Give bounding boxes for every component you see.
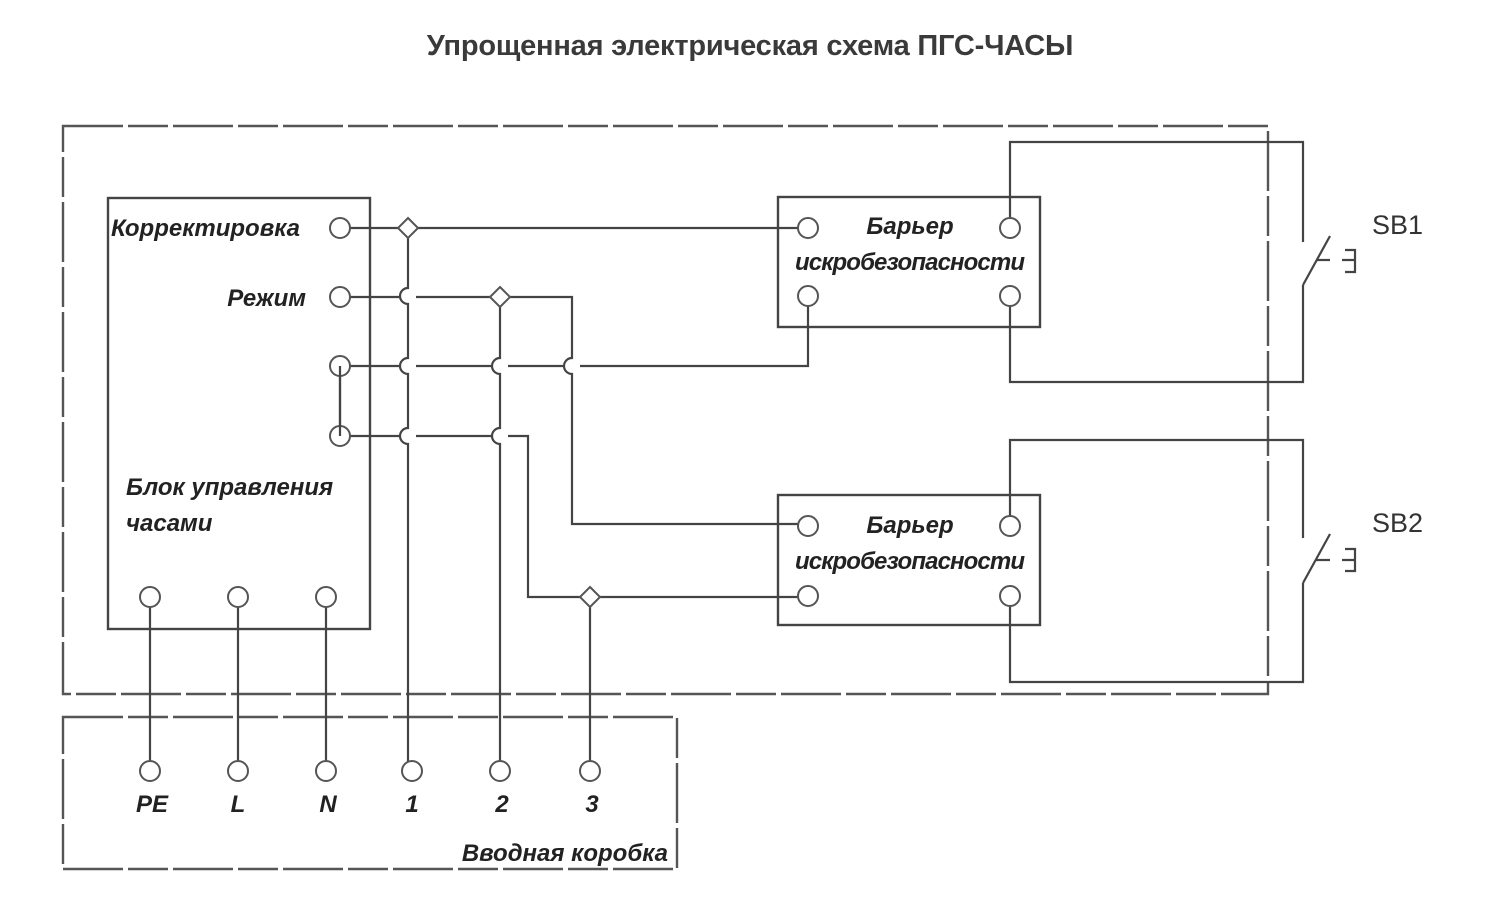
label-mode: Режим — [227, 285, 306, 312]
switch-label-sb1: SB1 — [1372, 210, 1423, 240]
barrier-terminals — [797, 217, 1021, 607]
terminal-correction — [329, 217, 351, 239]
input-terminal — [489, 760, 511, 782]
input-label-2: 2 — [494, 791, 509, 818]
input-terminal — [579, 760, 601, 782]
input-label-3: 3 — [585, 791, 599, 818]
barrier-box-1 — [776, 195, 1042, 329]
input-terminal — [401, 760, 423, 782]
input-terminal — [227, 760, 249, 782]
wires — [148, 140, 1305, 762]
enclosure-boundary — [61, 124, 1270, 696]
switch-sb1: SB1 — [1302, 210, 1423, 286]
junction-diamond — [578, 585, 602, 609]
junction-diamond — [488, 285, 512, 309]
barrier-1-line1: Барьер — [866, 213, 953, 240]
barrier-2-line1: Барьер — [866, 512, 953, 539]
barrier-box-2 — [776, 493, 1042, 627]
junction-diamond — [396, 216, 420, 240]
input-box-terminals: PE L N 1 2 3 Вводная коробка — [136, 760, 668, 867]
input-box-boundary — [61, 715, 679, 871]
control-unit-name-line2: часами — [126, 510, 213, 537]
terminal-pe — [139, 586, 161, 608]
input-label-1: 1 — [405, 791, 418, 818]
switch-sb2: SB2 — [1302, 508, 1423, 584]
input-label-n: N — [319, 791, 337, 818]
control-unit-name-line1: Блок управления — [126, 474, 333, 501]
barrier-2-line2: искробезопасности — [795, 548, 1025, 575]
input-label-pe: PE — [136, 791, 169, 818]
input-terminal — [315, 760, 337, 782]
pushbutton-icon — [1342, 248, 1357, 274]
page-title: Упрощенная электрическая схема ПГС-ЧАСЫ — [426, 30, 1074, 62]
junctions — [396, 216, 602, 609]
control-unit-box — [106, 196, 372, 631]
control-unit-terminals — [139, 217, 351, 608]
terminal-l — [227, 586, 249, 608]
pushbutton-icon — [1342, 547, 1357, 573]
input-terminal — [139, 760, 161, 782]
input-box-name: Вводная коробка — [462, 840, 668, 867]
terminal-mode — [329, 286, 351, 308]
terminal-n — [315, 586, 337, 608]
barrier-1-line2: искробезопасности — [795, 249, 1025, 276]
input-label-l: L — [231, 791, 246, 818]
label-correction: Корректировка — [111, 215, 300, 242]
switch-label-sb2: SB2 — [1372, 508, 1423, 538]
